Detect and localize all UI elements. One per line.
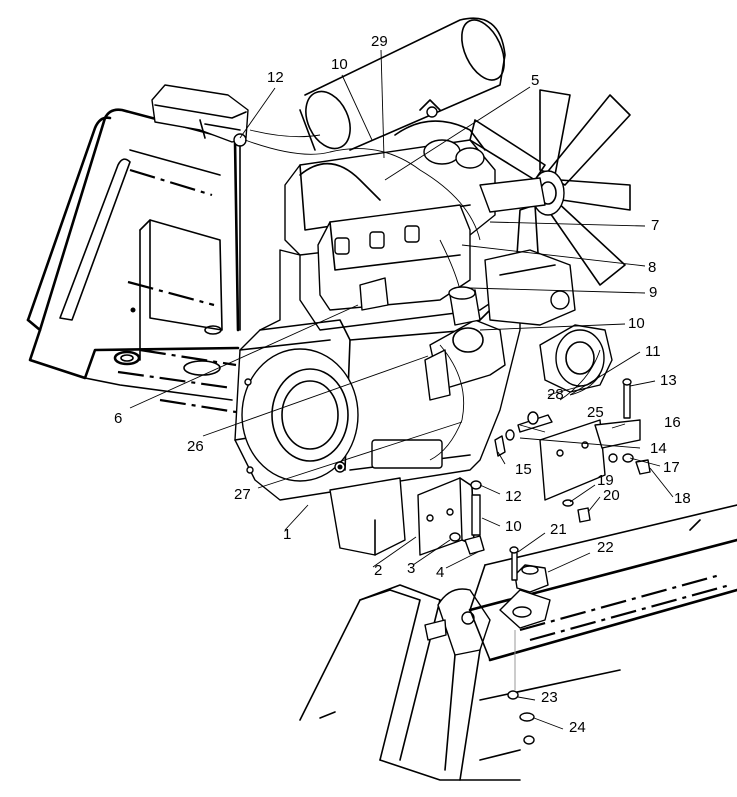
- callout-6: 6: [114, 410, 123, 427]
- callout-8: 8: [648, 259, 657, 276]
- callout-7: 7: [651, 217, 660, 234]
- muffler: [299, 17, 506, 151]
- engine-block: [234, 99, 613, 556]
- callout-27: 27: [234, 486, 251, 503]
- callout-1: 1: [283, 526, 292, 543]
- callout-15: 15: [515, 461, 532, 478]
- callout-24: 24: [569, 719, 586, 736]
- callout-5: 5: [531, 72, 540, 89]
- callout-22: 22: [597, 539, 614, 556]
- callout-20: 20: [603, 487, 620, 504]
- callout-17: 17: [663, 459, 680, 476]
- callout-19: 19: [597, 472, 614, 489]
- callout-4: 4: [436, 564, 445, 581]
- mount-brackets: [417, 374, 651, 556]
- callout-12-lower: 12: [505, 488, 522, 505]
- callout-29: 29: [371, 33, 388, 50]
- callout-28: 28: [547, 386, 564, 403]
- callout-26: 26: [187, 438, 204, 455]
- callout-3: 3: [407, 560, 416, 577]
- callout-14: 14: [650, 440, 667, 457]
- callout-12-upper: 12: [267, 69, 284, 86]
- callout-10-mid: 10: [628, 315, 645, 332]
- callout-21: 21: [550, 521, 567, 538]
- callout-2: 2: [374, 562, 383, 579]
- callout-13: 13: [660, 372, 677, 389]
- callout-11: 11: [645, 343, 661, 360]
- fuel-tank-shroud: [26, 84, 249, 414]
- callout-16: 16: [664, 414, 681, 431]
- callout-23: 23: [541, 689, 558, 706]
- callout-10-upper: 10: [331, 56, 348, 73]
- callout-25: 25: [587, 404, 604, 421]
- callout-10-lower: 10: [505, 518, 522, 535]
- callout-18: 18: [674, 490, 691, 507]
- callout-9: 9: [649, 284, 658, 301]
- leader-lines: [129, 49, 674, 730]
- lower-frame: [299, 504, 737, 781]
